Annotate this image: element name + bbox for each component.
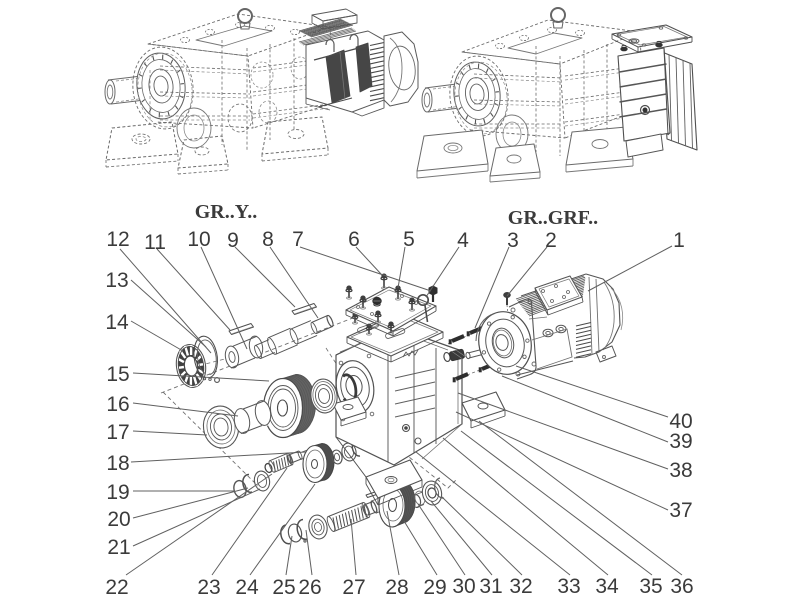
svg-text:33: 33 [557,575,580,598]
svg-text:32: 32 [509,575,532,598]
svg-text:2: 2 [545,229,557,252]
svg-text:11: 11 [144,231,166,254]
svg-text:31: 31 [479,575,502,598]
svg-text:25: 25 [272,576,295,599]
svg-text:6: 6 [348,228,360,251]
svg-text:22: 22 [105,576,128,599]
svg-text:28: 28 [385,576,408,599]
svg-text:GR..Y..: GR..Y.. [195,201,258,223]
svg-text:4: 4 [457,229,469,252]
svg-text:35: 35 [639,575,662,598]
svg-text:12: 12 [106,228,129,251]
svg-text:3: 3 [507,229,519,252]
svg-text:7: 7 [292,228,304,251]
svg-text:8: 8 [262,228,274,251]
svg-text:10: 10 [187,228,210,251]
svg-text:14: 14 [105,311,129,334]
svg-text:16: 16 [106,393,129,416]
svg-text:34: 34 [595,575,619,598]
svg-text:39: 39 [669,430,692,453]
svg-text:29: 29 [423,576,446,599]
svg-text:5: 5 [403,228,415,251]
svg-text:19: 19 [106,481,129,504]
svg-text:26: 26 [298,576,321,599]
svg-text:1: 1 [673,229,685,252]
svg-text:27: 27 [342,576,365,599]
svg-text:23: 23 [197,576,220,599]
svg-text:21: 21 [107,536,130,559]
svg-text:GR..GRF..: GR..GRF.. [508,207,598,229]
svg-text:24: 24 [235,576,259,599]
svg-text:36: 36 [670,575,693,598]
svg-text:30: 30 [452,575,475,598]
svg-text:9: 9 [227,229,239,252]
svg-text:13: 13 [105,269,128,292]
svg-text:15: 15 [106,363,129,386]
svg-text:18: 18 [106,452,129,475]
svg-text:20: 20 [107,508,130,531]
svg-text:17: 17 [106,421,129,444]
svg-text:40: 40 [669,410,692,433]
svg-text:38: 38 [669,459,692,482]
svg-text:37: 37 [669,499,692,522]
